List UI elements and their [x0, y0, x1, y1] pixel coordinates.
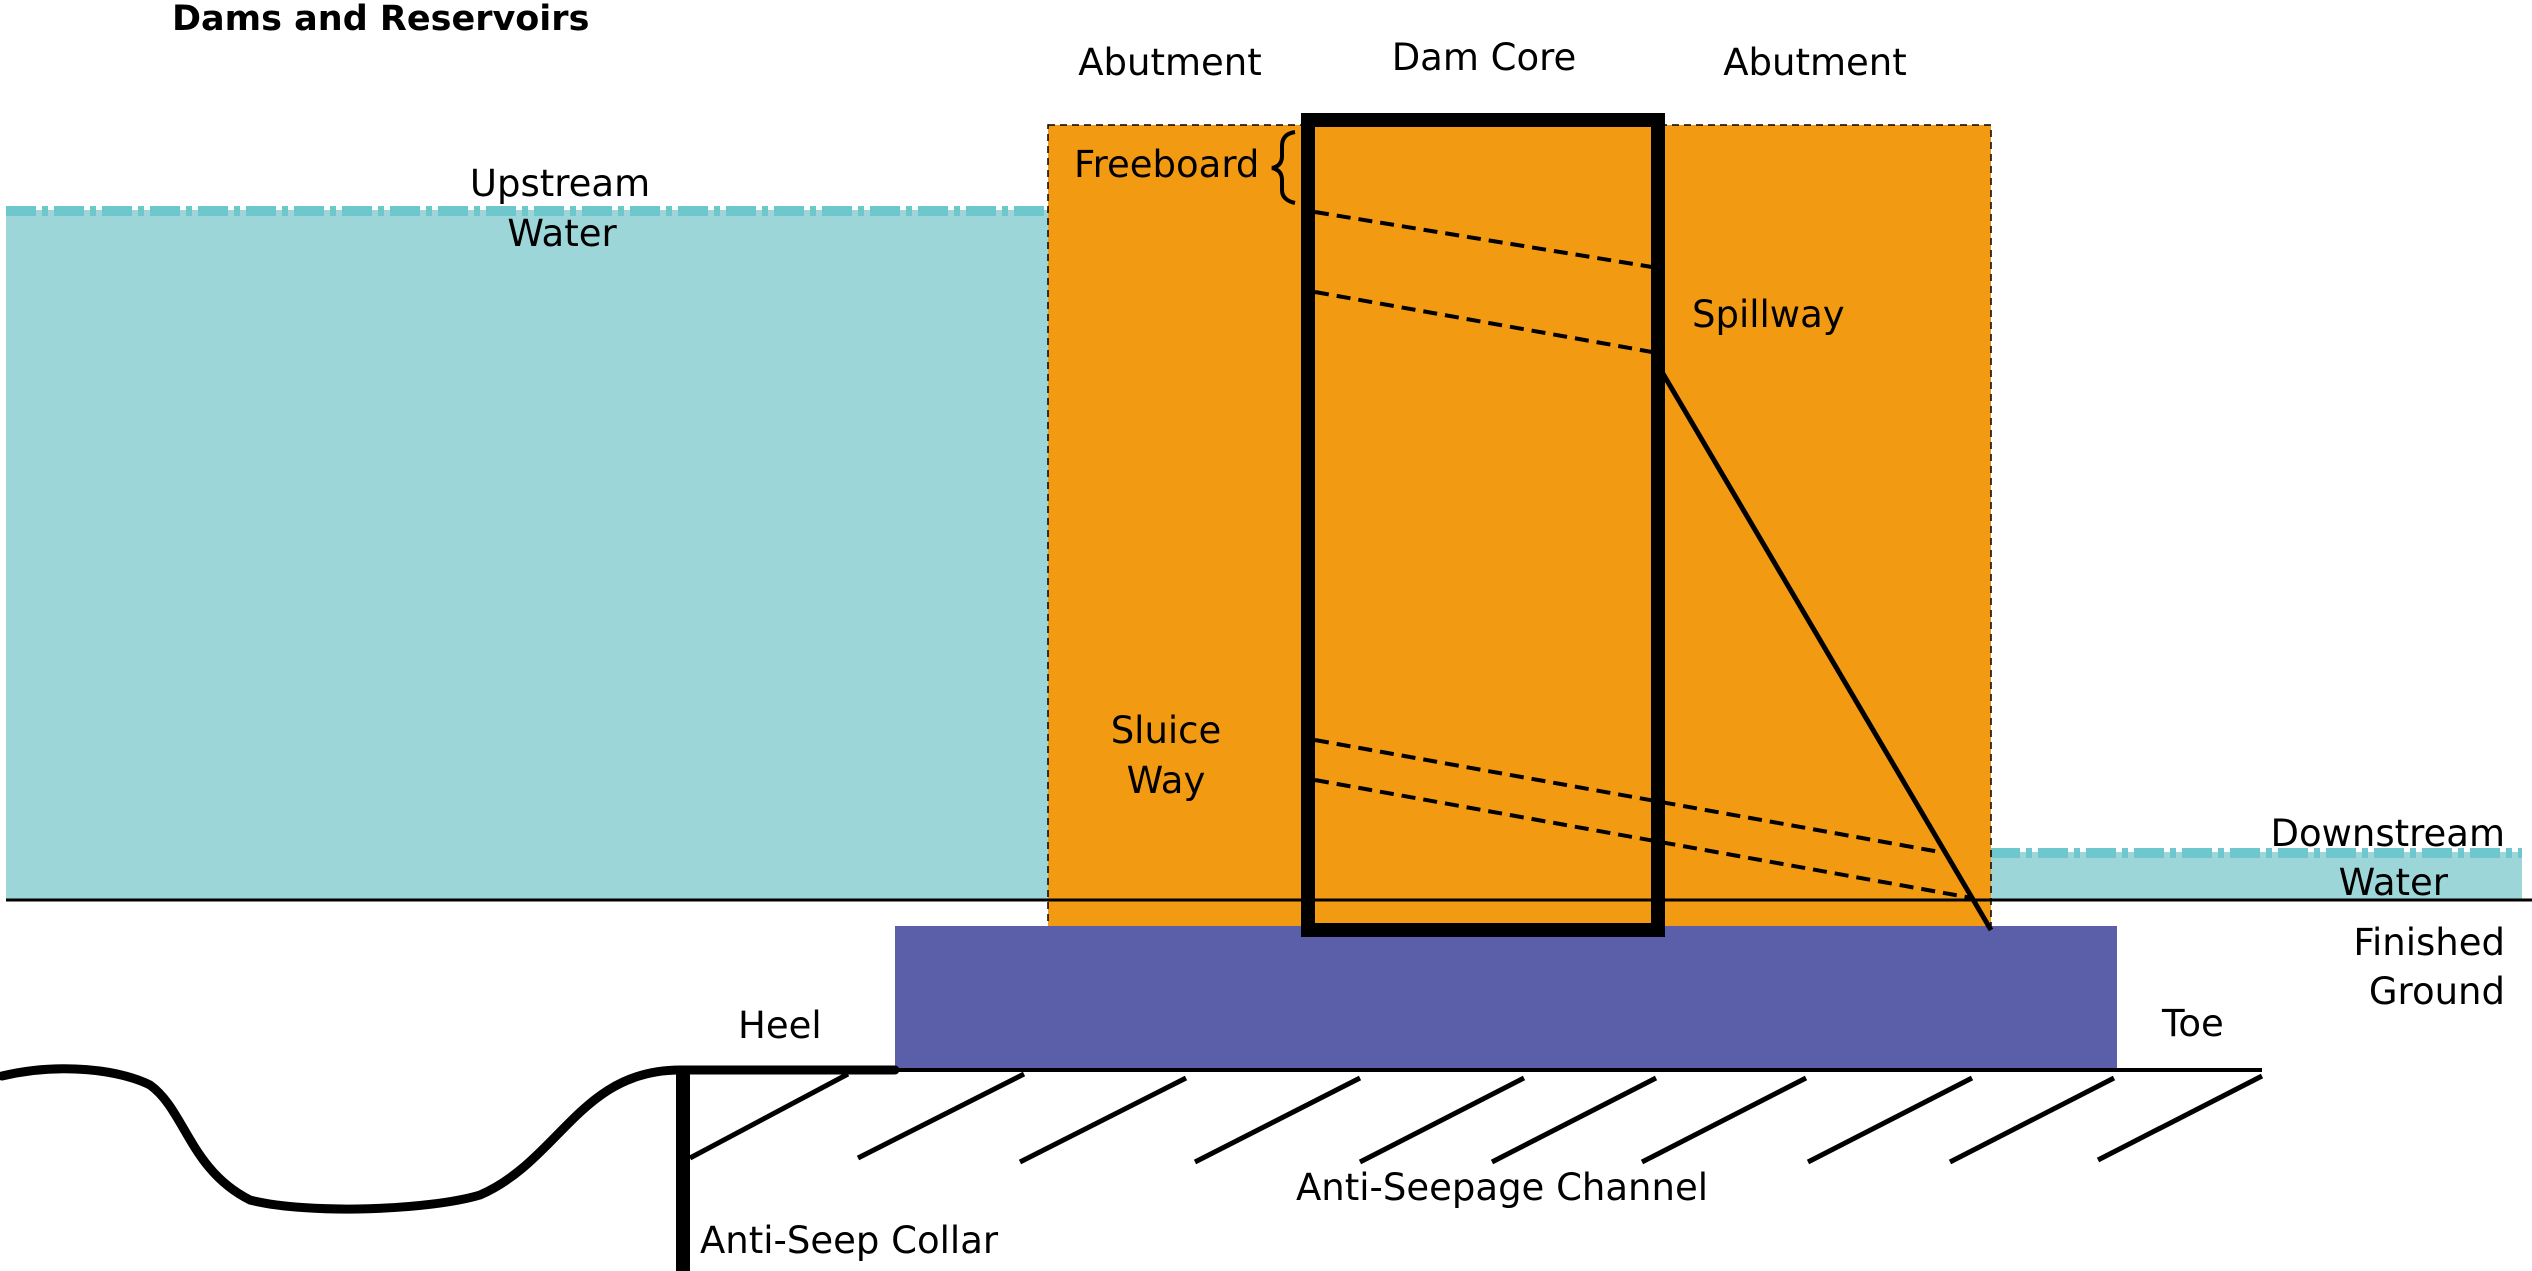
label-abutment-left: Abutment	[1078, 41, 1262, 84]
label-finished-ground-line1: Finished	[2353, 921, 2505, 964]
sluice-way-lower-dashed-line	[1314, 778, 1973, 900]
label-spillway: Spillway	[1692, 293, 1845, 336]
label-upstream-water-line2: Water	[507, 212, 617, 255]
downstream-water	[1990, 852, 2522, 900]
dam-core	[1301, 113, 1665, 937]
label-toe: Toe	[2161, 1002, 2224, 1045]
upstream-water	[6, 210, 1056, 900]
label-sluice-way-line1: Sluice	[1111, 709, 1222, 752]
freeboard-brace-icon	[1271, 130, 1296, 205]
label-freeboard: Freeboard	[1074, 143, 1259, 186]
spillway-lower-dashed-line	[1314, 290, 1653, 354]
abutment-body	[1047, 124, 1992, 931]
anti-seepage-channel-hatching	[688, 1071, 2264, 1165]
spillway-slope	[1659, 370, 1994, 932]
foundation-block	[895, 926, 2117, 1072]
sluice-way-upper-dashed-line	[1314, 738, 1941, 854]
label-dam-core: Dam Core	[1392, 36, 1577, 79]
label-upstream-water-line1: Upstream	[470, 162, 650, 205]
label-finished-ground-line2: Ground	[2369, 970, 2505, 1013]
natural-ground-profile	[0, 1064, 900, 1214]
spillway-upper-dashed-line	[1314, 210, 1653, 269]
label-anti-seep-collar: Anti-Seep Collar	[700, 1219, 999, 1262]
label-abutment-right: Abutment	[1723, 41, 1907, 84]
label-sluice-way-line2: Way	[1127, 759, 1206, 802]
label-heel: Heel	[738, 1004, 822, 1047]
label-downstream-water-line2: Water	[2339, 861, 2449, 904]
label-anti-seepage-channel: Anti-Seepage Channel	[1296, 1166, 1708, 1209]
label-downstream-water-line1: Downstream	[2270, 812, 2505, 855]
diagram-title: Dams and Reservoirs	[172, 0, 589, 39]
